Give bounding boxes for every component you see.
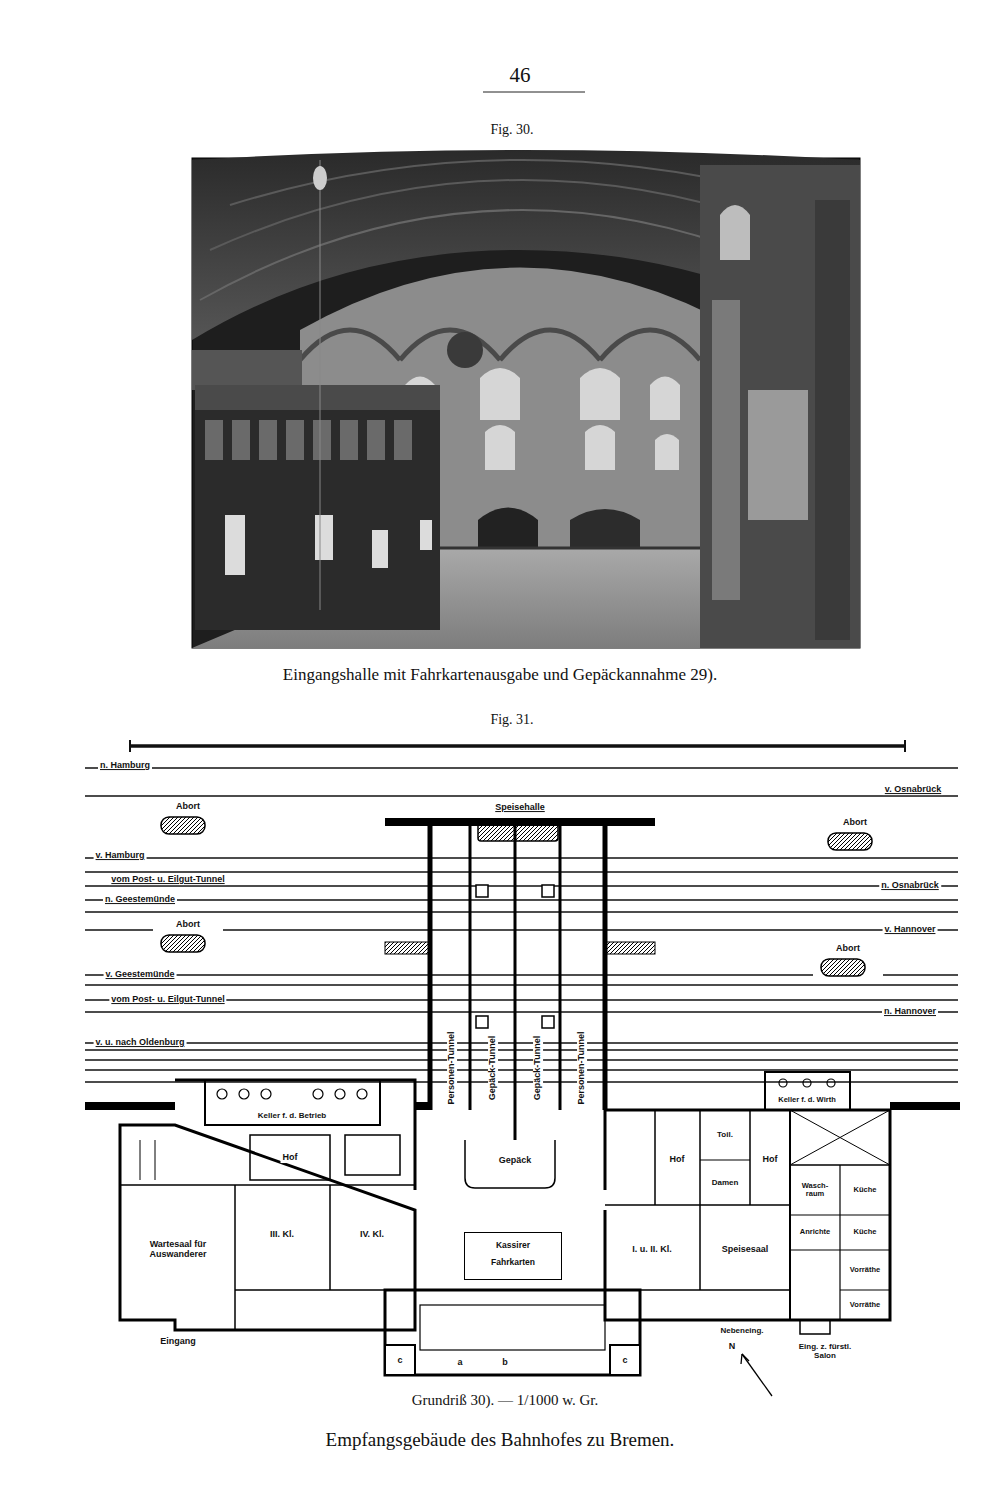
tunnel-label: Gepäck-Tunnel: [488, 1034, 498, 1102]
room-label: Nebeneing.: [718, 1327, 765, 1336]
railway-tracks: [85, 740, 958, 1082]
figure-text: 46: [510, 64, 531, 87]
node-text: Kassirer: [465, 1241, 561, 1250]
room-label: IV. Kl.: [358, 1230, 386, 1240]
room-label: Eing. z. fürstl. Salon: [792, 1343, 858, 1361]
tunnel-label: Personen-Tunnel: [447, 1030, 457, 1107]
room-label: b: [500, 1358, 510, 1368]
room-label: III. Kl.: [268, 1230, 296, 1240]
node-text: Abort: [153, 802, 223, 812]
latrine-node: Abort: [153, 920, 223, 954]
figure-text: Fig. 31.: [490, 712, 533, 727]
page-number-rule: [483, 92, 585, 93]
room-label: c: [395, 1356, 404, 1366]
track-label: vom Post- u. Eilgut-Tunnel: [109, 995, 226, 1005]
room-label: Hof: [668, 1155, 687, 1165]
room-label: Toil.: [715, 1131, 735, 1140]
room-label: Wartesaal für Auswanderer: [136, 1240, 220, 1260]
node-text: Abort: [813, 944, 883, 954]
hall-photograph: [192, 150, 860, 648]
room-label: c: [620, 1356, 629, 1366]
figure-text: Grundriß 30). — 1/1000 w. Gr.: [412, 1392, 599, 1409]
room-label: Keller f. d. Wirth: [776, 1096, 837, 1104]
room-label: Vorräthe: [848, 1266, 882, 1274]
track-label: n. Osnabrück: [879, 881, 941, 891]
room-label: a: [455, 1358, 464, 1368]
tunnel-label: Gepäck-Tunnel: [533, 1034, 543, 1102]
room-label: Hof: [761, 1155, 780, 1165]
latrine-node: Abort: [153, 802, 223, 836]
room-label: I. u. II. Kl.: [630, 1245, 674, 1255]
figure-text: Eingangshalle mit Fahrkartenausgabe und …: [283, 666, 717, 685]
room-label: N: [727, 1342, 738, 1352]
room-label: Vorräthe: [848, 1301, 882, 1309]
track-label: v. Geestemünde: [104, 970, 177, 980]
figure-caption: Empfangsgebäude des Bahnhofes zu Bremen.: [326, 1430, 675, 1451]
node-text: Abort: [153, 920, 223, 930]
track-label: n. Geestemünde: [103, 895, 177, 905]
track-label: n. Hannover: [882, 1007, 938, 1017]
track-label: n. Hamburg: [98, 761, 152, 771]
node-text: Gepäck: [463, 1156, 567, 1166]
node-text: Abort: [820, 818, 890, 828]
room-label: Küche: [852, 1228, 879, 1236]
room-label: Speisesaal: [720, 1245, 771, 1255]
track-label: v. Hamburg: [94, 851, 147, 861]
track-label: v. Hannover: [883, 925, 938, 935]
latrine-node: Abort: [813, 944, 883, 978]
room-label: Hof: [281, 1153, 300, 1163]
room-label: Damen: [710, 1179, 741, 1188]
room-label: Keller f. d. Betrieb: [256, 1112, 328, 1121]
room-label: Eingang: [158, 1337, 198, 1347]
room-label: Anrichte: [798, 1228, 832, 1236]
latrine-node: Abort: [820, 818, 890, 852]
figure-text: Fig. 30.: [490, 122, 533, 137]
room-label: Küche: [852, 1186, 879, 1194]
node-text: Fahrkarten: [465, 1258, 561, 1267]
platforms-and-tunnels: [385, 818, 655, 1140]
track-label: Speisehalle: [493, 803, 547, 813]
track-label: v. Osnabrück: [883, 785, 943, 795]
building-plan: [85, 1072, 960, 1396]
ticket-booth-node: KassirerFahrkarten: [464, 1232, 562, 1280]
room-label: Wasch-raum: [793, 1182, 837, 1199]
baggage-node: Gepäck: [463, 1140, 567, 1190]
track-label: v. u. nach Oldenburg: [94, 1038, 187, 1048]
tunnel-label: Personen-Tunnel: [577, 1030, 587, 1107]
track-label: vom Post- u. Eilgut-Tunnel: [109, 875, 226, 885]
